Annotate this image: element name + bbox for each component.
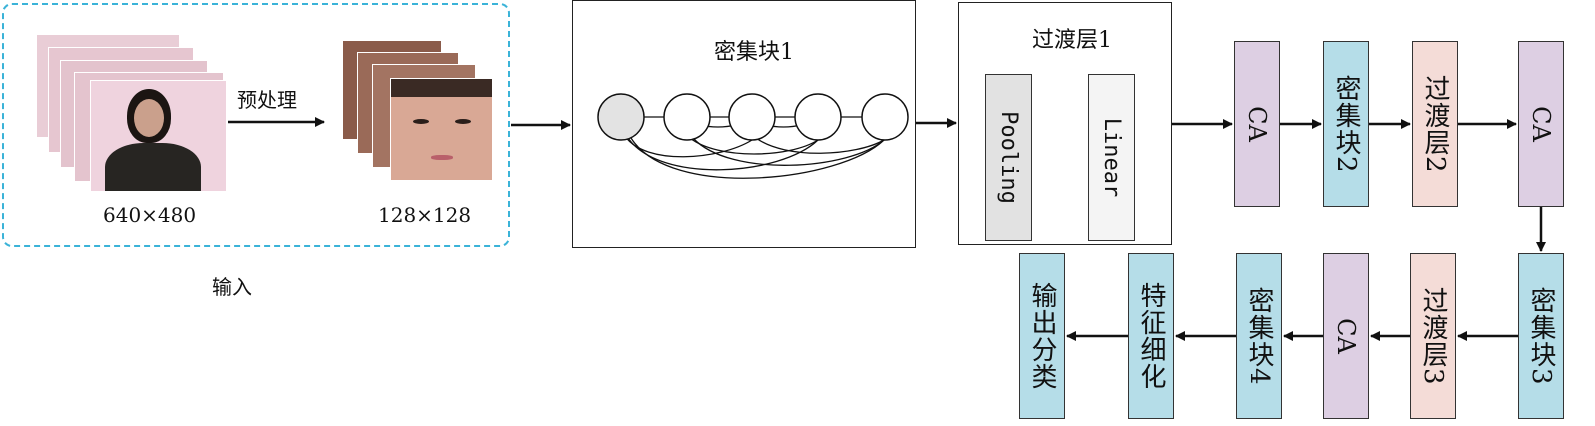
ca-module-2: CA bbox=[1518, 41, 1564, 207]
dense-block-4: 密集块4 bbox=[1236, 253, 1282, 419]
dense-node bbox=[861, 93, 909, 141]
ca-module-3: CA bbox=[1323, 253, 1369, 419]
input-frame bbox=[2, 3, 510, 247]
dense-block-3: 密集块3 bbox=[1518, 253, 1564, 419]
pooling-layer: Pooling bbox=[985, 74, 1032, 241]
dense-block-3-label: 密集块3 bbox=[1526, 286, 1556, 386]
dense-node bbox=[728, 93, 776, 141]
dense-block-1-title: 密集块1 bbox=[714, 40, 794, 65]
dense-block-2: 密集块2 bbox=[1323, 41, 1369, 207]
input-caption: 输入 bbox=[212, 275, 252, 299]
dense-block-4-label: 密集块4 bbox=[1244, 286, 1274, 386]
output-classification-label: 输出分类 bbox=[1027, 282, 1057, 390]
face-front bbox=[390, 78, 493, 181]
crop-size-label: 128×128 bbox=[378, 203, 472, 227]
feature-refinement-label: 特征细化 bbox=[1136, 282, 1166, 390]
ca-module-1: CA bbox=[1234, 41, 1280, 207]
transition-block-3-label: 过渡层3 bbox=[1418, 286, 1448, 386]
transition-block-3: 过渡层3 bbox=[1410, 253, 1456, 419]
transition-1-title: 过渡层1 bbox=[1032, 28, 1112, 53]
dense-node bbox=[663, 93, 711, 141]
output-classification: 输出分类 bbox=[1019, 253, 1065, 419]
dense-node bbox=[794, 93, 842, 141]
transition-block-2-label: 过渡层2 bbox=[1420, 74, 1450, 174]
transition-block-2: 过渡层2 bbox=[1412, 41, 1458, 207]
raw-size-label: 640×480 bbox=[103, 203, 197, 227]
preprocess-label: 预处理 bbox=[237, 88, 297, 112]
raw-photo-front bbox=[90, 80, 227, 192]
linear-layer: Linear bbox=[1088, 74, 1135, 241]
dense-block-2-label: 密集块2 bbox=[1331, 74, 1361, 174]
dense-node bbox=[597, 93, 645, 141]
feature-refinement: 特征细化 bbox=[1128, 253, 1174, 419]
